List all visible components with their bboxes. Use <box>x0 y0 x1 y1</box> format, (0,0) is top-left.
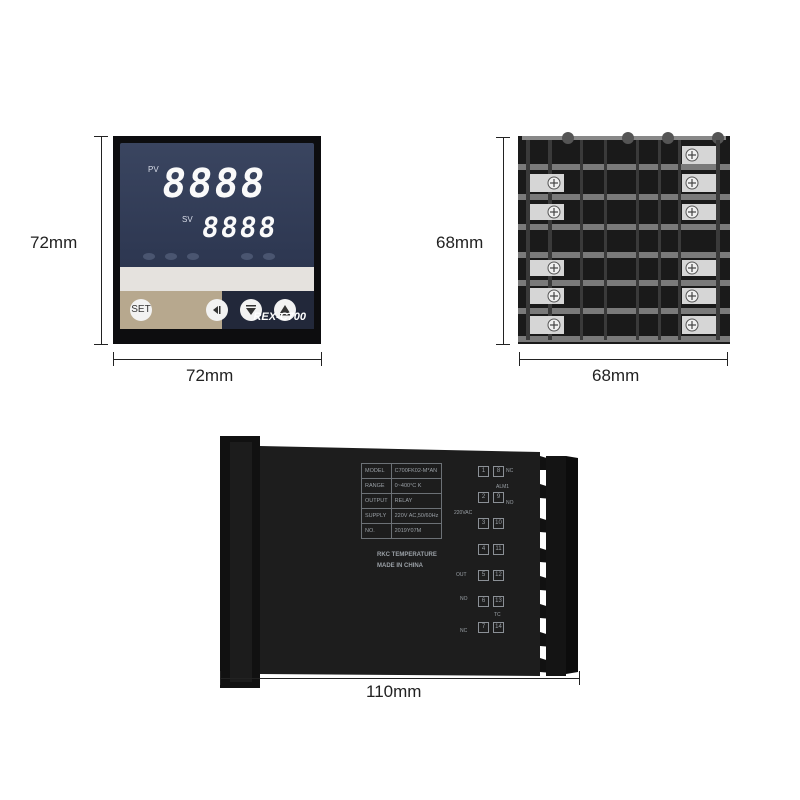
spec-value: C700FK02-M*AN <box>390 463 443 479</box>
pv-label: PV <box>148 165 159 174</box>
pv-display: 8888 <box>158 161 270 207</box>
width-dim-line <box>113 359 321 360</box>
sv-display: 8888 <box>199 211 280 244</box>
back-width-dim-line <box>519 359 727 360</box>
down-button[interactable] <box>240 299 262 321</box>
button-strip: SET <box>120 291 314 329</box>
spec-value: 0~400°C K <box>390 478 443 494</box>
length-dim-line <box>220 678 579 679</box>
status-led-4 <box>241 253 253 260</box>
front-width-label: 72mm <box>186 366 234 385</box>
terminal-num: 7 <box>478 622 489 633</box>
terminal-note: 220VAC <box>454 510 473 516</box>
front-view: 72mm 72mm PV 8888 SV 8888 SET <box>0 0 400 400</box>
terminal-note: NO <box>506 500 514 506</box>
button-strip-dark <box>222 291 314 329</box>
spec-key: RANGE <box>361 478 392 494</box>
back-height-dim-line <box>503 137 504 344</box>
terminal-num: 6 <box>478 596 489 607</box>
spec-value: 2019Y07M <box>390 523 443 539</box>
terminal-num: 14 <box>493 622 504 633</box>
back-view: 68mm 68mm <box>400 0 800 400</box>
terminal-num: 10 <box>493 518 504 529</box>
terminal-num: 3 <box>478 518 489 529</box>
up-button[interactable] <box>274 299 296 321</box>
controller-front-panel: PV 8888 SV 8888 SET <box>113 136 321 344</box>
status-led-2 <box>165 253 177 260</box>
terminal-num: 12 <box>493 570 504 581</box>
terminal-num: 4 <box>478 544 489 555</box>
terminal-note: TC <box>494 612 501 618</box>
terminal-num: 9 <box>493 492 504 503</box>
terminal-note: NC <box>460 628 468 634</box>
back-width-tick-right <box>727 352 728 366</box>
indicator-band <box>120 267 314 291</box>
terminal-num: 1 <box>478 466 489 477</box>
down-arrow-icon <box>246 305 256 315</box>
back-width-label: 68mm <box>592 366 640 385</box>
sv-label: SV <box>182 215 193 224</box>
terminal-block-back <box>518 132 730 344</box>
controller-side-body <box>220 436 578 688</box>
spec-key: SUPPLY <box>361 508 392 524</box>
controller-face: PV 8888 SV 8888 SET <box>120 143 314 329</box>
shift-left-button[interactable] <box>206 299 228 321</box>
spec-value: RELAY <box>390 493 443 509</box>
model-label: REX-C700 <box>253 311 306 323</box>
spec-key: NO. <box>361 523 392 539</box>
height-dim-line <box>101 136 102 344</box>
spec-row: NO.2019Y07M <box>361 523 443 539</box>
terminal-num: 11 <box>493 544 504 555</box>
spec-value: 220V AC,50/60Hz <box>390 508 443 524</box>
brand-label: RKC TEMPERATURE <box>377 552 437 558</box>
width-dim-tick-right <box>321 352 322 366</box>
terminal-note: ALM1 <box>496 484 510 490</box>
side-length-label: 110mm <box>366 682 422 701</box>
status-led-5 <box>263 253 275 260</box>
spec-key: OUTPUT <box>361 493 392 509</box>
origin-label: MADE IN CHINA <box>377 563 423 569</box>
terminal-num: 8 <box>493 466 504 477</box>
height-dim-tick-bottom <box>94 344 108 345</box>
spec-key: MODEL <box>361 463 392 479</box>
back-height-label: 68mm <box>436 233 484 252</box>
terminal-note: OUT <box>456 572 467 578</box>
terminal-num: 5 <box>478 570 489 581</box>
up-arrow-icon <box>280 305 290 316</box>
back-height-tick-bottom <box>496 344 510 345</box>
status-led-1 <box>143 253 155 260</box>
terminal-note: NC <box>506 468 514 474</box>
terminal-note: NO <box>460 596 468 602</box>
length-dim-tick-right <box>579 671 580 685</box>
terminal-num: 2 <box>478 492 489 503</box>
shift-left-icon <box>213 306 221 314</box>
status-led-3 <box>187 253 199 260</box>
front-height-label: 72mm <box>30 233 78 252</box>
set-button[interactable]: SET <box>130 299 152 321</box>
terminal-num: 13 <box>493 596 504 607</box>
